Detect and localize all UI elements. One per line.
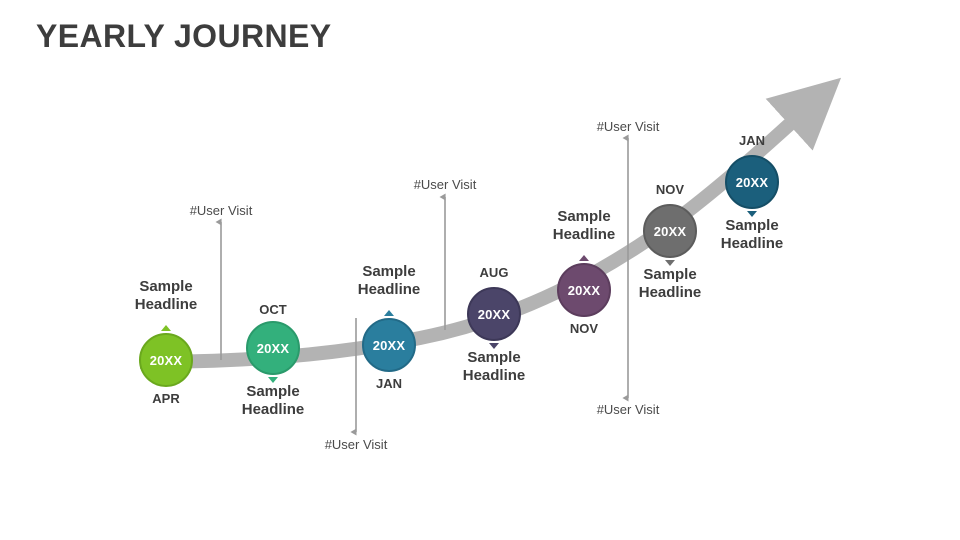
milestone-node[interactable]: 20XX [557, 263, 611, 317]
milestone-year: 20XX [735, 174, 769, 190]
headline-line-1: Sample [362, 263, 416, 280]
milestone-month: AUG [479, 265, 509, 280]
triangle-pointer-icon [579, 255, 589, 261]
milestone-node[interactable]: 20XX [643, 204, 697, 258]
triangle-pointer-icon [384, 310, 394, 316]
milestone-year: 20XX [477, 306, 511, 322]
milestone-headline: Sample Headline [414, 349, 574, 386]
user-visit-caption-4: #User Visit [596, 119, 660, 134]
milestone-headline: Sample Headline [590, 266, 750, 303]
headline-line-2: Headline [134, 296, 198, 314]
milestone-month: JAN [375, 376, 402, 391]
milestone-month: NOV [569, 321, 599, 336]
headline-line-1: Sample [467, 349, 521, 366]
triangle-pointer-icon [161, 325, 171, 331]
milestone-node[interactable]: 20XX [246, 321, 300, 375]
page-title: YEARLY JOURNEY [36, 18, 332, 54]
headline-line-2: Headline [552, 226, 616, 244]
triangle-pointer-icon [665, 260, 675, 266]
headline-line-2: Headline [357, 281, 421, 299]
milestone-year: 20XX [372, 337, 406, 353]
user-visit-caption-2: #User Visit [324, 437, 388, 452]
user-visit-caption-5: #User Visit [596, 402, 660, 417]
milestone-node[interactable]: 20XX [467, 287, 521, 341]
milestone-month: JAN [738, 133, 765, 148]
milestone-year: 20XX [256, 340, 290, 356]
milestone-year: 20XX [653, 223, 687, 239]
milestone-headline: Sample Headline [309, 263, 469, 300]
milestone-headline: Sample Headline [86, 278, 246, 315]
milestone-headline: Sample Headline [193, 383, 353, 420]
milestone-node[interactable]: 20XX [139, 333, 193, 387]
milestone-year: 20XX [567, 282, 601, 298]
headline-line-1: Sample [643, 266, 697, 283]
headline-line-2: Headline [241, 401, 305, 419]
milestone-headline: Sample Headline [672, 217, 832, 254]
user-visit-caption-3: #User Visit [413, 177, 477, 192]
headline-line-1: Sample [139, 278, 193, 295]
headline-line-2: Headline [638, 284, 702, 302]
user-visit-caption-1: #User Visit [189, 203, 253, 218]
triangle-pointer-icon [747, 211, 757, 217]
milestone-node[interactable]: 20XX [362, 318, 416, 372]
triangle-pointer-icon [268, 377, 278, 383]
headline-line-2: Headline [462, 367, 526, 385]
milestone-headline: Sample Headline [504, 208, 664, 245]
triangle-pointer-icon [489, 343, 499, 349]
milestone-month: NOV [655, 182, 685, 197]
milestone-node[interactable]: 20XX [725, 155, 779, 209]
headline-line-1: Sample [725, 217, 779, 234]
headline-line-1: Sample [246, 383, 300, 400]
headline-line-1: Sample [557, 208, 611, 225]
milestone-year: 20XX [149, 352, 183, 368]
milestone-month: APR [152, 391, 180, 406]
milestone-month: OCT [259, 302, 287, 317]
headline-line-2: Headline [720, 235, 784, 253]
